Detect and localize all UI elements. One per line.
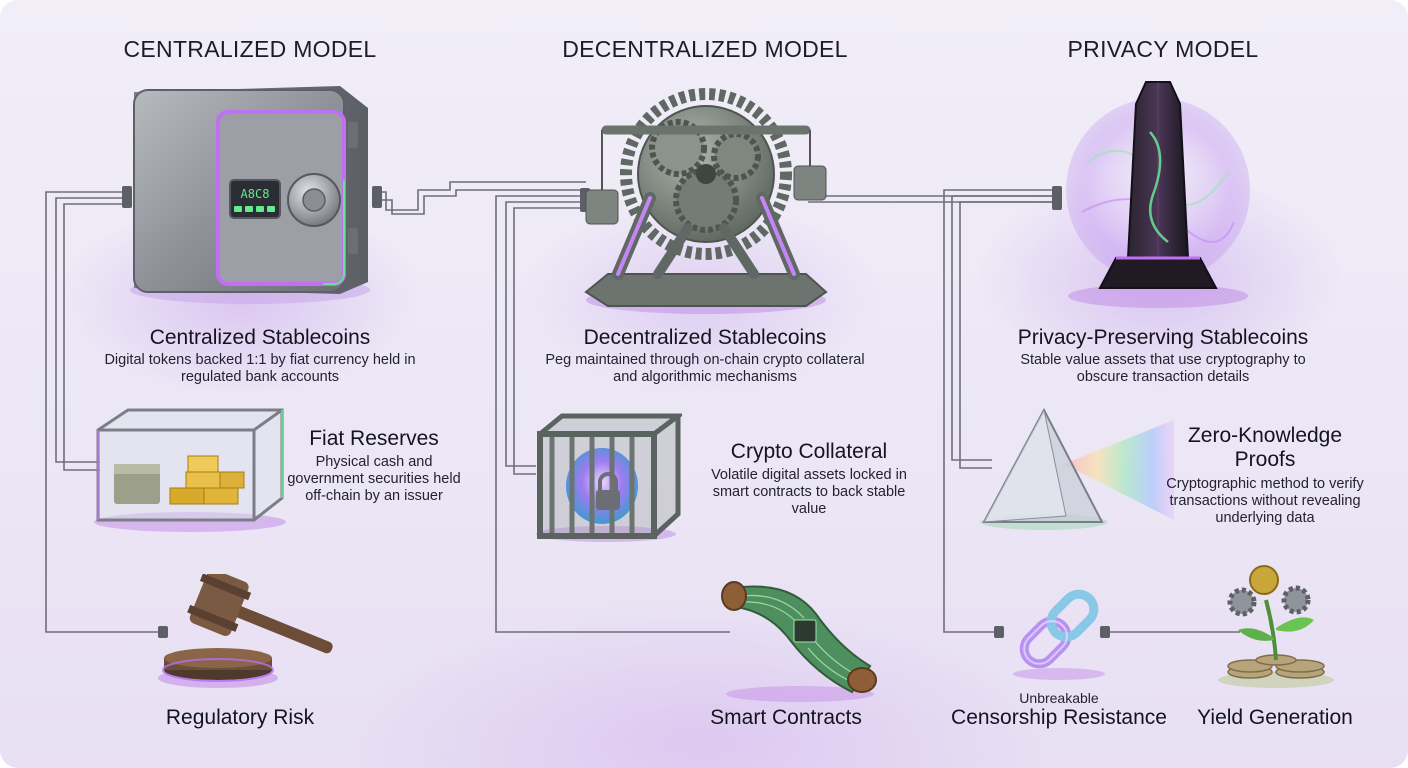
zero-knowledge-proofs-desc: Cryptographic method to verify transacti… xyxy=(1166,476,1364,526)
privacy-stablecoins-desc: Stable value assets that use cryptograph… xyxy=(1020,352,1306,385)
svg-text:A8C8: A8C8 xyxy=(241,187,270,201)
safe-icon: A8C8 xyxy=(130,86,370,304)
centralized-stablecoins-desc: Digital tokens backed 1:1 by fiat curren… xyxy=(104,352,416,385)
gavel-icon xyxy=(158,574,333,688)
crypto-collateral-cage-icon xyxy=(536,413,682,542)
regulatory-risk-label: Regulatory Risk xyxy=(165,706,315,729)
fiat-reserves-title: Fiat Reserves xyxy=(309,427,439,450)
fiat-reserves-crate-icon xyxy=(94,408,286,532)
crypto-collateral-desc: Volatile digital assets locked in smart … xyxy=(711,467,907,517)
decentralized-stablecoins-title: Decentralized Stablecoins xyxy=(583,326,827,349)
centralized-stablecoins-title: Centralized Stablecoins xyxy=(149,326,371,349)
gear-machine-icon xyxy=(584,88,828,314)
censorship-resistance-label: Censorship Resistance xyxy=(951,706,1167,729)
unbreakable-caption: Unbreakable xyxy=(1019,690,1099,706)
fiat-reserves-desc: Physical cash and government securities … xyxy=(287,454,461,504)
zero-knowledge-proofs-title: Zero-Knowledge Proofs xyxy=(1187,424,1343,471)
yield-generation-label: Yield Generation xyxy=(1197,706,1353,729)
chain-link-icon xyxy=(1013,589,1105,680)
obelisk-orb-icon xyxy=(1066,81,1250,308)
coin-plant-icon xyxy=(1218,565,1334,688)
decentralized-stablecoins-desc: Peg maintained through on-chain crypto c… xyxy=(545,352,865,385)
privacy-stablecoins-title: Privacy-Preserving Stablecoins xyxy=(1017,326,1309,349)
prism-icon xyxy=(980,407,1174,530)
centralized-model-title: CENTRALIZED MODEL xyxy=(123,36,377,62)
crypto-collateral-title: Crypto Collateral xyxy=(730,440,888,463)
smart-contracts-label: Smart Contracts xyxy=(710,706,862,729)
smart-contract-scroll-icon xyxy=(721,581,877,702)
decentralized-model-title: DECENTRALIZED MODEL xyxy=(562,36,848,62)
privacy-model-title: PRIVACY MODEL xyxy=(1067,36,1259,62)
